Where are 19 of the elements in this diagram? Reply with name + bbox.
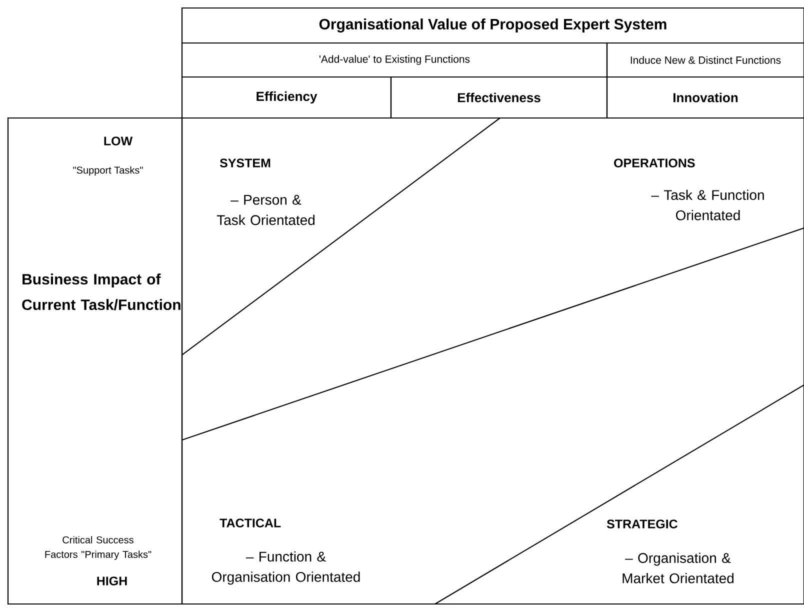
quadrant-title: SYSTEM — [220, 158, 270, 168]
header-cell: Effectiveness — [390, 76, 608, 119]
header-cell: 'Add-value' to Existing Functions — [181, 42, 608, 78]
axis-title: Business Impact of Current Task/Function — [22, 274, 180, 310]
quadrant-title: OPERATIONS — [614, 158, 695, 168]
header-cell: Induce New & Distinct Functions — [606, 42, 804, 78]
quadrant-title: STRATEGIC — [606, 520, 678, 528]
quadrant-description: – Organisation & Market Orientated — [622, 552, 734, 584]
header-cell: Efficiency — [181, 76, 392, 119]
level-label: HIGH — [97, 576, 127, 586]
header-cell: Innovation — [606, 76, 804, 119]
header-cell: Organisational Value of Proposed Expert System — [181, 7, 804, 44]
quadrant-description: – Person & Task Orientated — [216, 194, 314, 226]
quadrant-description: – Task & Function Orientated — [651, 190, 764, 220]
level-label: LOW — [104, 136, 133, 146]
level-note: Critical Success Factors "Primary Tasks" — [45, 536, 152, 560]
quadrant-title: TACTICAL — [220, 518, 281, 528]
quadrant-description: – Function & Organisation Orientated — [212, 551, 360, 585]
level-note: "Support Tasks" — [73, 166, 143, 176]
